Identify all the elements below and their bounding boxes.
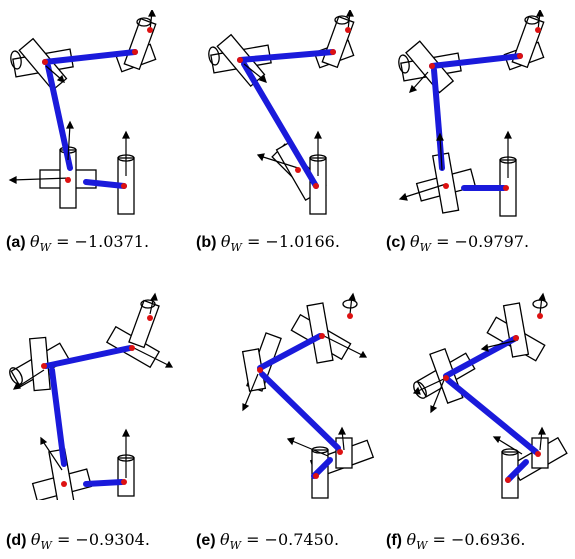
robot-diagram-e xyxy=(198,290,383,500)
caption-e: (e) θW = −0.7450. xyxy=(196,530,339,552)
robot-diagram-f xyxy=(388,290,573,500)
caption-label: (a) xyxy=(6,234,26,251)
robot-diagram-a xyxy=(0,10,185,220)
caption-value: = −0.9797. xyxy=(436,232,530,251)
caption-label: (d) xyxy=(6,532,27,549)
robot-diagram-b xyxy=(198,10,383,220)
caption-a: (a) θW = −1.0371. xyxy=(6,232,149,254)
theta-subscript: W xyxy=(416,539,428,553)
theta-symbol: θ xyxy=(220,232,231,251)
caption-value: = −1.0166. xyxy=(246,232,340,251)
caption-label: (c) xyxy=(386,234,406,251)
caption-b: (b) θW = −1.0166. xyxy=(196,232,340,254)
theta-subscript: W xyxy=(39,241,51,255)
theta-subscript: W xyxy=(229,539,241,553)
caption-c: (c) θW = −0.9797. xyxy=(386,232,529,254)
caption-value: = −0.9304. xyxy=(56,530,150,549)
theta-symbol: θ xyxy=(30,232,40,251)
caption-value: = −0.7450. xyxy=(246,530,340,549)
caption-value: = −0.6936. xyxy=(432,530,526,549)
theta-subscript: W xyxy=(40,539,52,553)
caption-label: (e) xyxy=(196,532,216,549)
theta-symbol: θ xyxy=(220,530,230,549)
caption-f: (f) θW = −0.6936. xyxy=(386,530,525,552)
theta-symbol: θ xyxy=(406,530,417,549)
caption-label: (b) xyxy=(196,234,217,251)
theta-symbol: θ xyxy=(30,530,41,549)
caption-d: (d) θW = −0.9304. xyxy=(6,530,150,552)
caption-label: (f) xyxy=(386,532,402,549)
theta-subscript: W xyxy=(230,241,242,255)
robot-diagram-c xyxy=(388,10,573,220)
caption-value: = −1.0371. xyxy=(56,232,150,251)
theta-subscript: W xyxy=(419,241,431,255)
robot-diagram-d xyxy=(0,290,185,500)
theta-symbol: θ xyxy=(410,232,420,251)
